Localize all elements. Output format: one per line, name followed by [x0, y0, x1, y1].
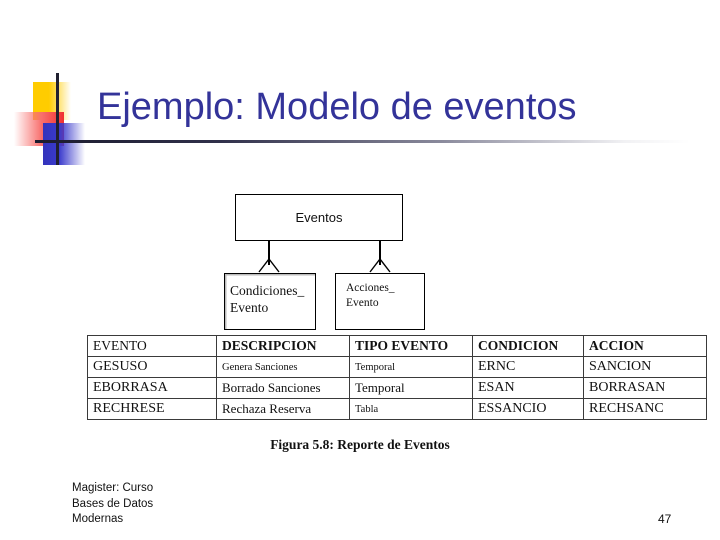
footer-line-1: Magister: Curso	[72, 482, 154, 494]
figure-area: Eventos Condiciones_ Evento Acciones_ Ev…	[0, 170, 720, 470]
cell-accion: BORRASAN	[583, 377, 707, 399]
table-header-row: EVENTO DESCRIPCION TIPO EVENTO CONDICION…	[87, 335, 707, 357]
table-row: RECHRESE Rechaza Reserva Tabla ESSANCIO …	[87, 398, 707, 420]
cell-descripcion: Rechaza Reserva	[216, 398, 350, 420]
footer-note: Magister: Curso Bases de Datos Modernas	[72, 481, 153, 528]
cell-descripcion: Borrado Sanciones	[216, 377, 350, 399]
cell-evento: GESUSO	[87, 356, 217, 378]
uml-class-eventos: Eventos	[235, 194, 403, 241]
report-table: EVENTO DESCRIPCION TIPO EVENTO CONDICION…	[87, 335, 707, 420]
uml-generalization-arrow-icon	[258, 259, 280, 273]
table-row: EBORRASA Borrado Sanciones Temporal ESAN…	[87, 377, 707, 399]
table-row: GESUSO Genera Sanciones Temporal ERNC SA…	[87, 356, 707, 378]
figure-caption: Figura 5.8: Reporte de Eventos	[270, 437, 450, 452]
cell-accion: SANCION	[583, 356, 707, 378]
uml-class-eventos-label: Eventos	[295, 210, 343, 225]
decorative-blue-square	[43, 123, 85, 165]
table-header-tipo-evento: TIPO EVENTO	[349, 335, 473, 357]
cell-accion: RECHSANC	[583, 398, 707, 420]
uml-connector-acciones	[379, 241, 381, 265]
table-header-descripcion: DESCRIPCION	[216, 335, 350, 357]
uml-connector-condiciones	[268, 241, 270, 265]
table-header-condicion: CONDICION	[472, 335, 584, 357]
cell-tipo-evento: Tabla	[349, 398, 473, 420]
uml-class-condiciones-evento: Condiciones_ Evento	[224, 273, 316, 330]
uml-class-acciones-evento: Acciones_ Evento	[335, 273, 425, 330]
page-title: Ejemplo: Modelo de eventos	[97, 86, 577, 128]
cell-tipo-evento: Temporal	[349, 356, 473, 378]
table-header-evento: EVENTO	[87, 335, 217, 357]
uml-class-acciones-evento-label: Acciones_ Evento	[346, 282, 395, 309]
cell-evento: EBORRASA	[87, 377, 217, 399]
page-number: 47	[658, 512, 672, 526]
uml-generalization-arrow-icon	[369, 259, 391, 273]
decorative-horizontal-rule	[35, 140, 690, 143]
class-diagram: Eventos Condiciones_ Evento Acciones_ Ev…	[0, 170, 720, 335]
decorative-vertical-rule	[56, 73, 59, 165]
cell-evento: RECHRESE	[87, 398, 217, 420]
cell-descripcion: Genera Sanciones	[216, 356, 350, 378]
table-header-accion: ACCION	[583, 335, 707, 357]
cell-condicion: ESSANCIO	[472, 398, 584, 420]
cell-condicion: ERNC	[472, 356, 584, 378]
uml-class-condiciones-evento-label: Condiciones_ Evento	[230, 283, 305, 315]
footer-line-3: Modernas	[72, 513, 124, 525]
cell-condicion: ESAN	[472, 377, 584, 399]
cell-tipo-evento: Temporal	[349, 377, 473, 399]
footer-line-2: Bases de Datos	[72, 497, 154, 510]
slide-header: Ejemplo: Modelo de eventos	[0, 0, 720, 170]
